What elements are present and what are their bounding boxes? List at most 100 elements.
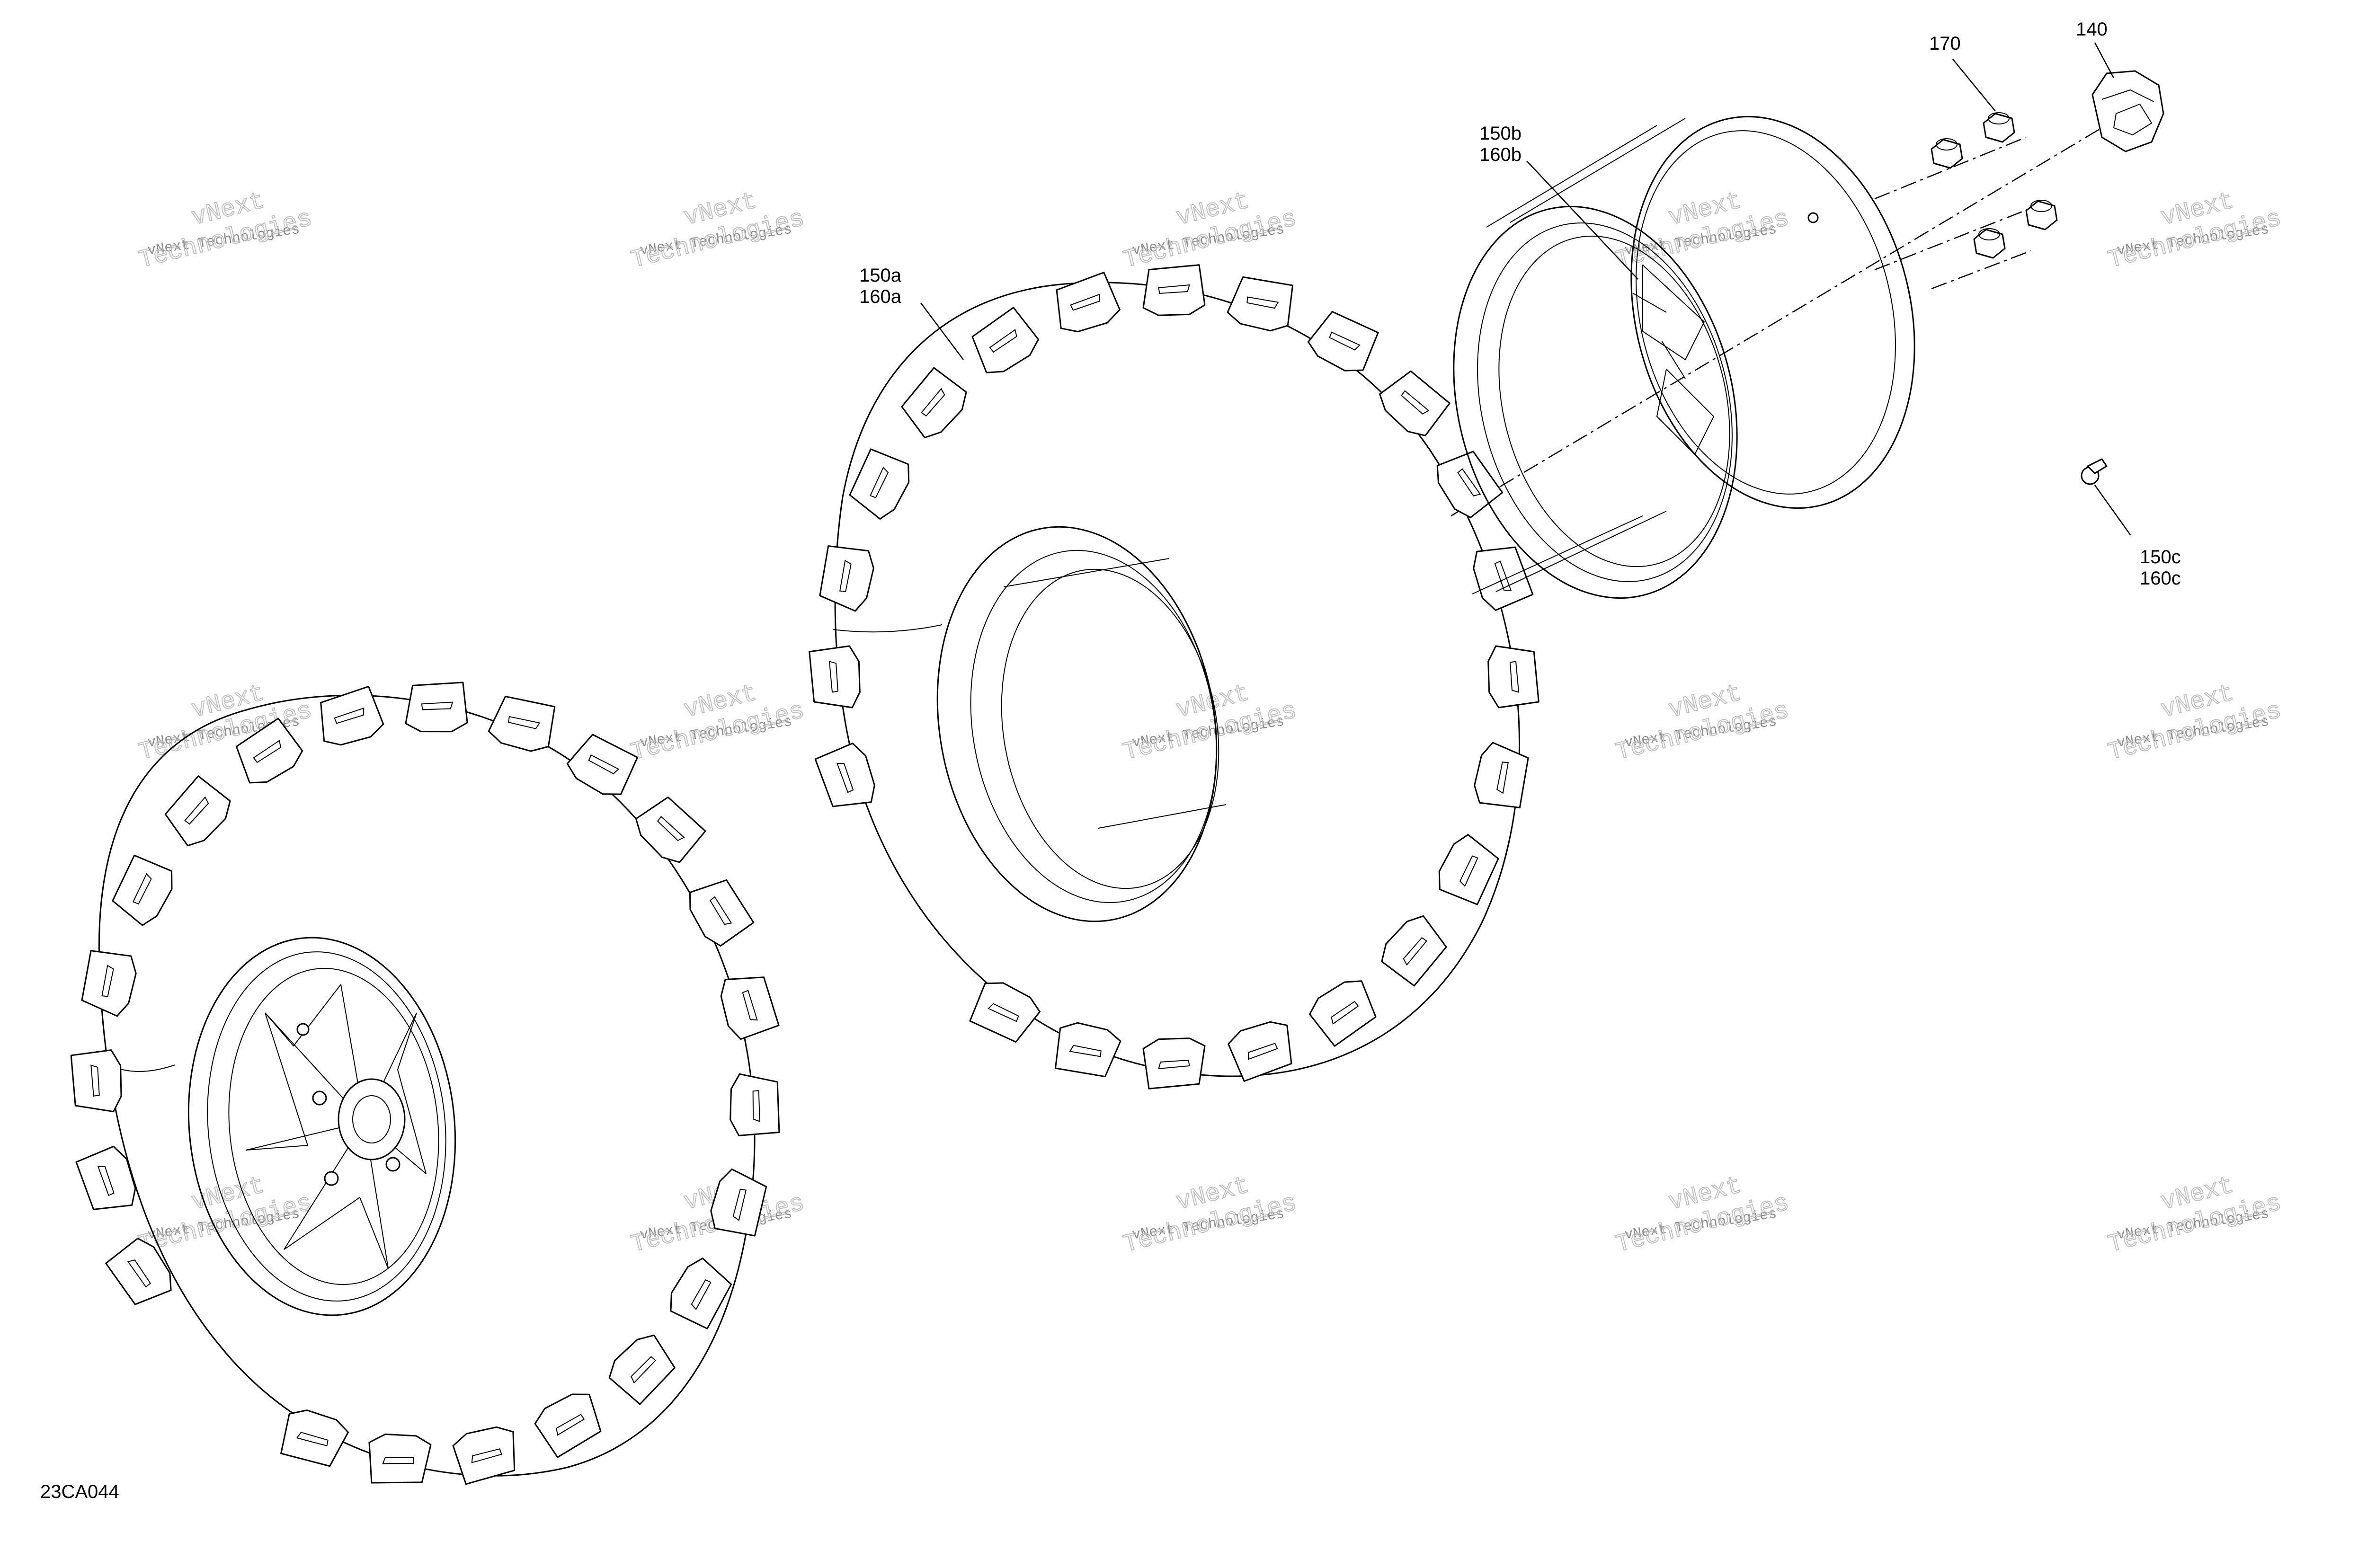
tread-lug-slot	[742, 990, 758, 1021]
tread-lug	[1309, 980, 1377, 1047]
tread-lug	[452, 1426, 516, 1485]
tread-lug-slot	[127, 1259, 151, 1288]
tread-lug	[1473, 546, 1534, 611]
callout-150c: 150c	[2140, 547, 2181, 567]
tread-lug-slot	[97, 1166, 115, 1196]
tread-lug	[235, 718, 303, 784]
tread-lug-slot	[989, 329, 1017, 353]
tread-lug	[488, 695, 556, 752]
tread-lug-slot	[1331, 1001, 1359, 1025]
tread-lug-slot	[132, 873, 152, 905]
tread-lug-slot	[588, 754, 620, 774]
tread-lug	[566, 734, 639, 795]
callout-140: 140	[2076, 19, 2108, 40]
tread-lug	[105, 1238, 172, 1305]
tread-lug-slot	[471, 1448, 502, 1463]
tread-lug	[112, 854, 173, 926]
tread-lug	[405, 682, 468, 733]
tread-lug-slot	[1403, 937, 1427, 966]
tread-lug-slot	[1509, 661, 1520, 693]
tread-lug-slot	[1494, 560, 1512, 591]
tread-lug-slot	[836, 762, 854, 793]
tread-lug	[1227, 276, 1294, 332]
tread-lug-slot	[382, 1456, 415, 1464]
tread-lug-slot	[828, 661, 839, 693]
tread-lug	[971, 307, 1039, 373]
leader-lines	[920, 42, 2131, 535]
tread-lug-slot	[1158, 1059, 1190, 1070]
tread-lug-slot	[1329, 331, 1361, 351]
tread-lug	[534, 1393, 602, 1458]
callout-labels: 170 140 150b 160b 150a 160a 150c 160c	[859, 19, 2181, 589]
tread-lug	[814, 743, 875, 807]
tread-lug	[164, 775, 231, 847]
tread-lug-slot	[508, 716, 541, 729]
tread-lug-slot	[421, 701, 454, 710]
tread-lug-slot	[870, 467, 889, 498]
tread-lug-slot	[631, 1356, 657, 1384]
tread-lug	[1379, 370, 1450, 436]
figure-id: 23CA044	[40, 1481, 119, 1502]
tread-lug-slot	[1070, 293, 1100, 311]
callout-160b: 160b	[1479, 144, 1522, 165]
valve-stem-150c	[2081, 458, 2108, 485]
tread-lug-slot	[1459, 855, 1478, 887]
tread-lug	[710, 1168, 767, 1237]
tread-lug	[809, 645, 861, 709]
tread-lug	[280, 1409, 349, 1467]
tread-lug-slot	[296, 1432, 329, 1446]
tread-lug-slot	[752, 1090, 760, 1122]
tread-lug	[819, 545, 874, 612]
tread-lug	[635, 796, 706, 863]
callout-150b: 150b	[1479, 123, 1522, 144]
tread-lug	[901, 367, 967, 439]
tread-lug	[1381, 915, 1447, 987]
wheel-assembly-left	[70, 682, 780, 1485]
tread-lug	[608, 1334, 676, 1405]
lug-nut-170-a	[1983, 112, 2015, 143]
tread-lug-slot	[1158, 284, 1190, 294]
tread-lug-slot	[839, 559, 852, 592]
tread-lug-slot	[1496, 762, 1509, 794]
tread-lug	[1308, 310, 1379, 372]
center-cap-140	[2091, 70, 2164, 152]
tread-lug	[689, 879, 755, 947]
assembly-axis	[1450, 127, 2102, 517]
tread-lug	[969, 982, 1041, 1043]
tread-lug	[1056, 272, 1121, 333]
tread-lug	[81, 950, 137, 1017]
tread-lug-slot	[921, 388, 945, 417]
lug-nut-b2	[1973, 228, 2006, 259]
tread-lug	[70, 1049, 122, 1113]
tread-lug	[1142, 1037, 1206, 1090]
callout-150a: 150a	[859, 265, 902, 286]
lug-nut-b1	[2025, 200, 2058, 230]
tread-lug-slot	[101, 965, 114, 997]
tread-lug-slot	[556, 1414, 585, 1436]
callout-170: 170	[1929, 33, 1961, 54]
tread-lug	[1436, 451, 1504, 518]
callout-160c: 160c	[2140, 568, 2181, 589]
tread-lug-slot	[1069, 1045, 1102, 1057]
rim-exploded	[1453, 115, 1915, 599]
tread-lug	[1228, 1021, 1292, 1082]
tread-lug	[1474, 742, 1529, 808]
tread-lug	[368, 1433, 432, 1484]
tread-lug	[75, 1145, 136, 1210]
tread-lug-slot	[90, 1064, 100, 1097]
tread-lug-slot	[253, 740, 282, 763]
tread-lug-slot	[657, 815, 685, 842]
tread-lug	[730, 1073, 780, 1136]
tread-lug	[1438, 834, 1499, 905]
tread-lug	[1054, 1022, 1121, 1078]
tread-lug-slot	[732, 1188, 747, 1221]
tread-lug-slot	[1457, 468, 1481, 496]
tread-lug-slot	[988, 1003, 1019, 1022]
tread-lug	[670, 1258, 732, 1329]
tread-lug	[320, 685, 384, 746]
tire-center	[809, 264, 1539, 1090]
tread-lug	[849, 448, 910, 520]
tread-lug-slot	[184, 796, 209, 825]
